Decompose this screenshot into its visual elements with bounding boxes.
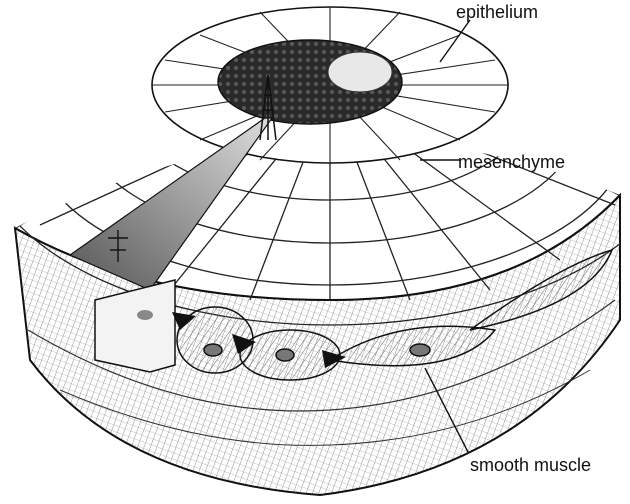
flow-arrow-icon bbox=[322, 350, 346, 368]
label-mesenchyme: mesenchyme bbox=[458, 152, 566, 172]
flow-arrow-icon bbox=[172, 312, 196, 330]
leader-lines bbox=[420, 19, 471, 453]
label-epithelium: epithelium bbox=[456, 2, 539, 22]
induction-arrows bbox=[172, 312, 346, 368]
receiver-antenna-icon bbox=[108, 230, 128, 262]
smooth-muscle-cells bbox=[176, 248, 614, 381]
label-smooth-muscle: smooth muscle bbox=[470, 455, 592, 475]
epithelium-ring bbox=[151, 6, 509, 164]
flow-arrow-icon bbox=[232, 334, 256, 354]
mesenchyme-block bbox=[94, 279, 176, 373]
signal-tower-icon bbox=[259, 74, 277, 141]
